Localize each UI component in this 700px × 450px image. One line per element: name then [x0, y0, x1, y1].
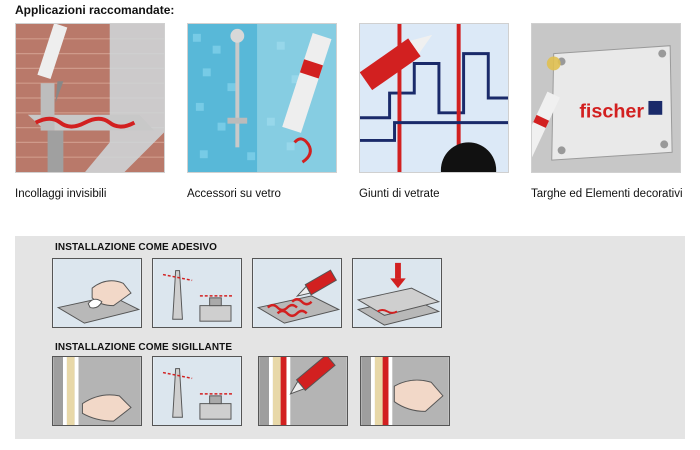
sealant-section-title: INSTALLAZIONE COME SIGILLANTE	[55, 342, 233, 353]
adhesive-step-clean-surface	[52, 258, 142, 328]
application-caption: Giunti di vetrate	[359, 188, 440, 200]
decorative-sign-plate-icon: fischer	[532, 24, 680, 172]
hook-glued-to-brick-wall-icon	[16, 24, 164, 172]
sealant-step-apply-sealant	[258, 356, 348, 426]
adhesive-section-title: INSTALLAZIONE COME ADESIVO	[55, 242, 218, 253]
shower-glass-accessory-icon	[188, 24, 336, 172]
adhesive-step-apply-adhesive	[252, 258, 342, 328]
apply-sealant-icon	[259, 357, 347, 425]
apply-adhesive-icon	[253, 259, 341, 327]
application-caption: Targhe ed Elementi decorativi	[531, 188, 683, 200]
adhesive-step-press-together	[352, 258, 442, 328]
cut-nozzle-icon	[153, 357, 241, 425]
cut-nozzle-icon	[153, 259, 241, 327]
application-image-glass-accessories	[187, 23, 337, 173]
application-caption: Accessori su vetro	[187, 188, 281, 200]
application-image-invisible-bonding	[15, 23, 165, 173]
insert-backer-rod-icon	[53, 357, 141, 425]
application-caption: Incollaggi invisibili	[15, 188, 107, 200]
installation-panel: INSTALLAZIONE COME ADESIVO	[15, 236, 685, 439]
brand-logo-text: fischer	[579, 101, 644, 123]
sealant-step-smooth-joint	[360, 356, 450, 426]
section-heading: Applicazioni raccomandate:	[15, 3, 175, 17]
clean-surface-icon	[53, 259, 141, 327]
press-together-icon	[353, 259, 441, 327]
sealant-step-cut-nozzle	[152, 356, 242, 426]
application-image-window-joints	[359, 23, 509, 173]
sealant-step-insert-backer-rod	[52, 356, 142, 426]
application-image-decorative-signs: fischer	[531, 23, 681, 173]
smooth-joint-icon	[361, 357, 449, 425]
window-frame-joint-icon	[360, 24, 508, 172]
adhesive-step-cut-nozzle	[152, 258, 242, 328]
